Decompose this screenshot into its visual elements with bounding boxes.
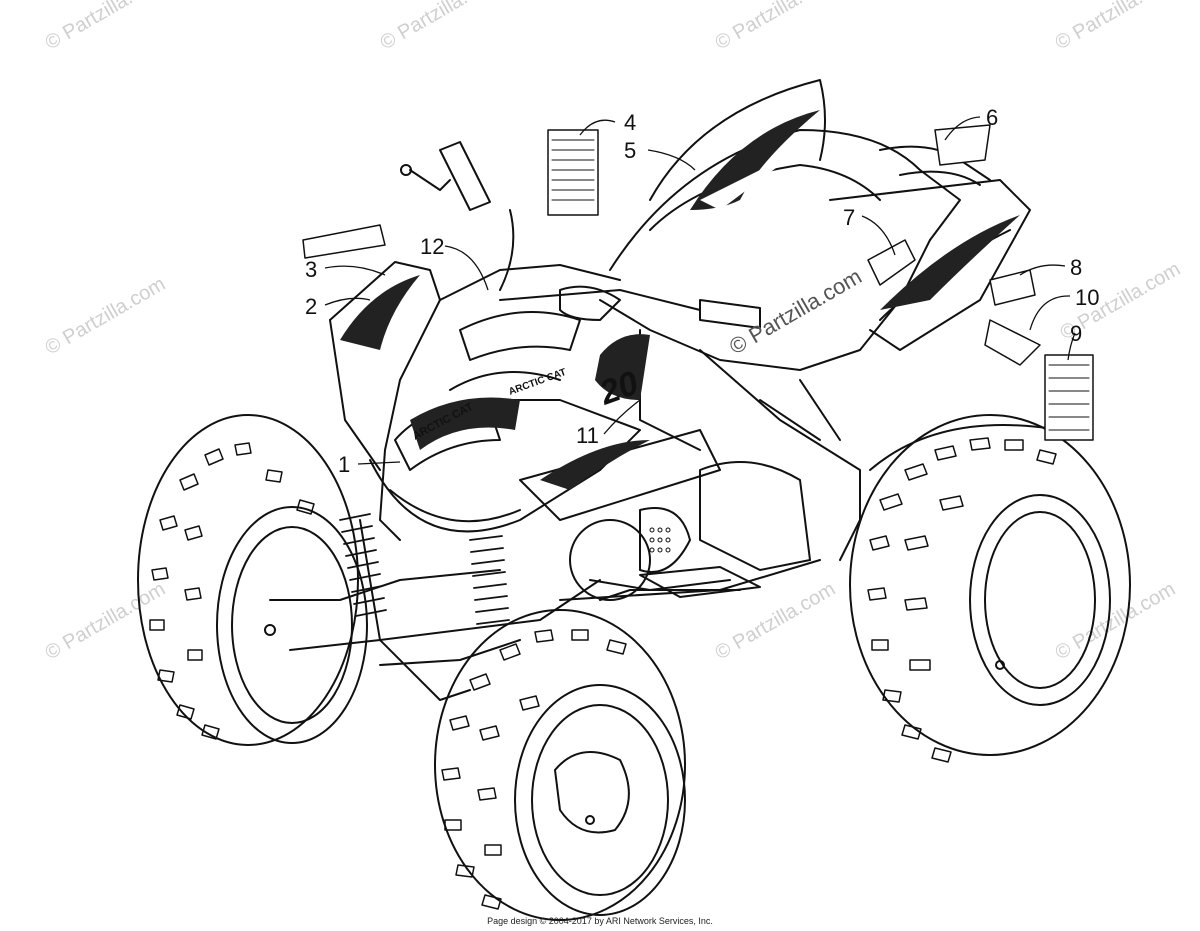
- front-right-wheel: [434, 609, 686, 921]
- leader-2: [324, 297, 371, 306]
- leader-1: [357, 461, 401, 465]
- callout-7: 7: [843, 205, 855, 230]
- callout-labels: 1 2 3 4 5 6 7 8 9 10 11 12: [305, 105, 1099, 477]
- watermark: © Partzilla.com: [42, 0, 170, 54]
- front-shock-left: [339, 513, 387, 617]
- frame: [269, 519, 821, 701]
- leader-10: [1029, 295, 1071, 331]
- warning-labels: [302, 124, 1094, 441]
- callout-5: 5: [624, 138, 636, 163]
- callout-6: 6: [986, 105, 998, 130]
- callout-12: 12: [420, 234, 444, 259]
- front-left-wheel: [137, 414, 368, 746]
- leader-4: [579, 119, 616, 136]
- leader-8: [1019, 264, 1066, 276]
- watermark: © Partzilla.com: [1052, 0, 1180, 54]
- watermark: © Partzilla.com: [377, 0, 505, 54]
- watermark: © Partzilla.com: [712, 0, 840, 54]
- callout-9: 9: [1070, 321, 1082, 346]
- leader-5: [647, 149, 696, 171]
- rear-right-wheel: [849, 414, 1131, 763]
- callout-11: 11: [576, 423, 599, 448]
- page-footer: Page design © 2004-2017 by ARI Network S…: [487, 916, 713, 926]
- callout-10: 10: [1075, 285, 1099, 310]
- engine: [519, 429, 811, 601]
- handlebar: [400, 141, 761, 329]
- leader-6: [944, 116, 981, 141]
- leader-12: [444, 245, 489, 291]
- callout-8: 8: [1070, 255, 1082, 280]
- leader-lines: [324, 116, 1076, 465]
- front-shock-right: [469, 535, 510, 625]
- callout-2: 2: [305, 294, 317, 319]
- leader-7: [861, 215, 896, 256]
- callout-3: 3: [305, 257, 317, 282]
- leader-9: [1067, 332, 1076, 361]
- atv-illustration: [137, 79, 1131, 921]
- callout-4: 4: [624, 110, 636, 135]
- center-watermark: © Partzilla.com: [725, 264, 866, 360]
- callout-1: 1: [338, 452, 350, 477]
- flame-graphics: [340, 110, 1020, 490]
- watermark: © Partzilla.com: [42, 273, 170, 359]
- leader-3: [324, 265, 386, 276]
- leader-11: [603, 399, 641, 435]
- watermark: © Partzilla.com: [1052, 578, 1180, 664]
